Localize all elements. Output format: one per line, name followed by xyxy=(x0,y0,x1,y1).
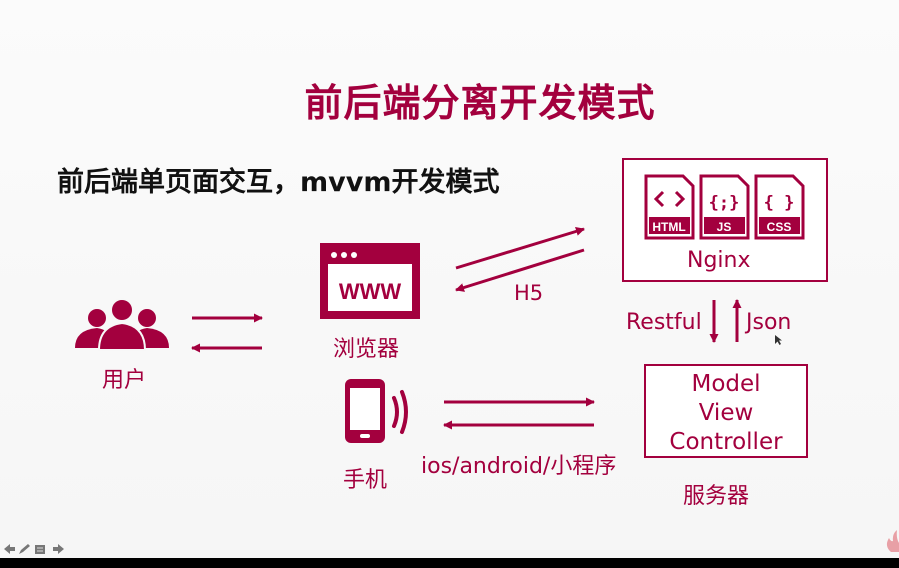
controller-label: Controller xyxy=(669,429,783,455)
browser-label: 浏览器 xyxy=(333,337,400,362)
html-file-label: HTML xyxy=(652,220,685,234)
page-title: 前后端分离开发模式 xyxy=(304,81,656,125)
svg-text:{ }: { } xyxy=(764,193,795,213)
nginx-label: Nginx xyxy=(687,248,751,273)
mouse-cursor-icon xyxy=(775,335,782,345)
css-file-label: CSS xyxy=(767,220,792,234)
server-box: Model View Controller xyxy=(644,364,808,458)
menu-icon[interactable] xyxy=(35,545,45,554)
mobile-label: 手机 xyxy=(343,468,388,493)
js-file-icon: {;} JS xyxy=(699,174,750,240)
model-label: Model xyxy=(691,371,761,397)
browser-window-icon: WWW xyxy=(320,243,420,319)
pen-icon[interactable] xyxy=(19,544,30,554)
slideshow-controls xyxy=(2,542,66,559)
js-file-label: JS xyxy=(717,220,732,234)
prev-slide-icon[interactable] xyxy=(4,544,15,554)
restful-label: Restful xyxy=(626,310,702,335)
json-label: Json xyxy=(746,310,792,335)
html-file-icon: HTML xyxy=(644,174,695,240)
mobile-phone-icon xyxy=(345,379,408,443)
h5-label: H5 xyxy=(514,281,544,305)
arrow-nginx-to-browser xyxy=(455,248,585,292)
next-slide-icon[interactable] xyxy=(53,544,64,554)
user-label: 用户 xyxy=(102,368,147,393)
mobile-channel-label: ios/android/小程序 xyxy=(421,454,617,479)
server-caption: 服务器 xyxy=(683,484,750,509)
www-text: WWW xyxy=(339,279,402,304)
arrow-browser-to-nginx xyxy=(455,227,585,270)
css-file-icon: { } CSS xyxy=(754,174,805,240)
view-label: View xyxy=(698,400,754,426)
flame-logo-icon xyxy=(886,530,899,552)
svg-text:{;}: {;} xyxy=(709,193,740,213)
subtitle: 前后端单页面交互，mvvm开发模式 xyxy=(57,167,500,198)
users-icon xyxy=(75,298,169,351)
